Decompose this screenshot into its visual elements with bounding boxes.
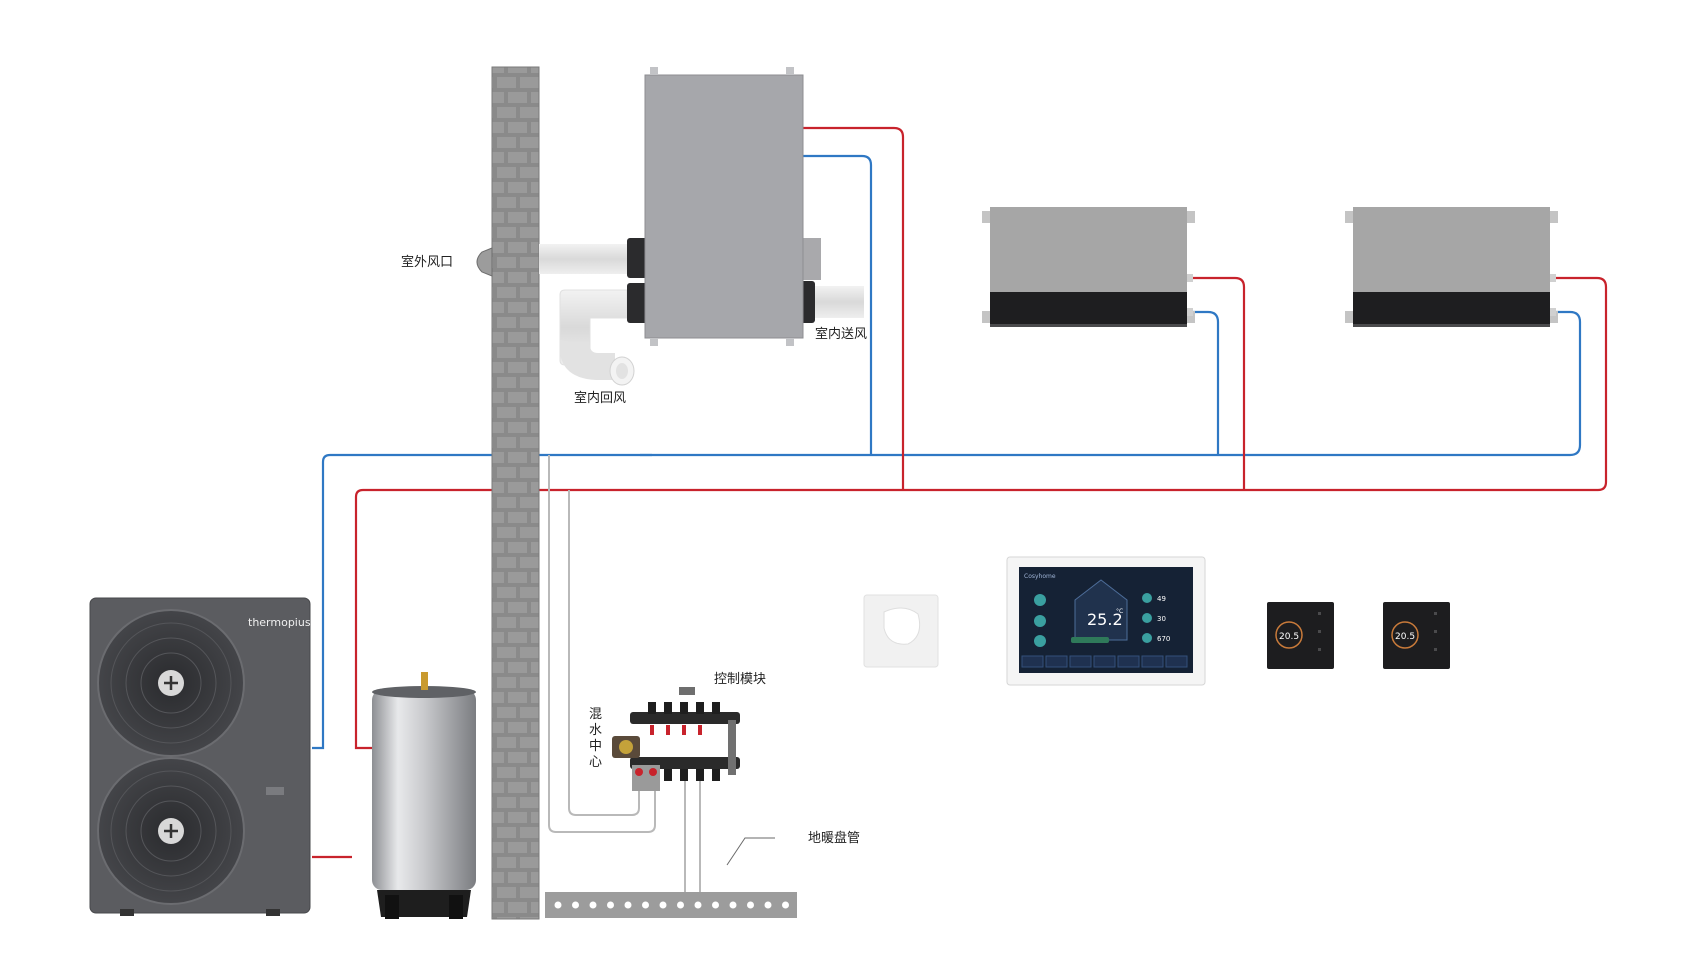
panel-menu-button[interactable] bbox=[1069, 655, 1092, 668]
panel-brand: Cosyhome bbox=[1024, 573, 1056, 580]
coil-dot bbox=[572, 901, 579, 909]
coil-dot bbox=[694, 901, 702, 909]
smart-thermostat-1[interactable]: 20.5 bbox=[1267, 602, 1334, 669]
touch-control-panel: Cosyhome 25.2 °C 49 30 670 bbox=[1006, 556, 1206, 686]
coil-dot bbox=[747, 901, 754, 909]
floor-feed-pipes bbox=[548, 455, 701, 895]
fan-icon bbox=[97, 757, 245, 905]
thermostat-1-reading: 20.5 bbox=[1279, 632, 1299, 642]
fan-coil-unit-1 bbox=[982, 207, 1195, 327]
panel-temp-unit: °C bbox=[1116, 608, 1123, 615]
outdoor-vent-icon bbox=[476, 247, 493, 277]
label-mixing-center: 混 水 中 心 bbox=[589, 707, 606, 770]
panel-menu-button[interactable] bbox=[1021, 655, 1044, 668]
air-handling-unit bbox=[539, 67, 864, 386]
label-outdoor-vent: 室外风口 bbox=[401, 254, 453, 270]
coil-dot bbox=[554, 901, 562, 909]
coil-dot bbox=[729, 901, 737, 909]
heat-pump-outdoor-unit: thermopius bbox=[89, 597, 311, 916]
panel-temperature: 25.2 bbox=[1087, 610, 1123, 629]
return-pipes bbox=[312, 154, 1582, 750]
label-control-module: 控制模块 bbox=[714, 672, 766, 687]
panel-menu-button[interactable] bbox=[1045, 655, 1068, 668]
coil-dot bbox=[624, 901, 632, 909]
coil-dot bbox=[642, 901, 649, 909]
panel-menu-button[interactable] bbox=[1165, 655, 1188, 668]
heat-pump-brand: thermopius bbox=[248, 616, 311, 629]
panel-menu-button[interactable] bbox=[1093, 655, 1116, 668]
coil-dot bbox=[782, 901, 789, 909]
panel-menu-button[interactable] bbox=[1117, 655, 1140, 668]
coil-dot bbox=[712, 901, 719, 909]
fan-coil-unit-2 bbox=[1345, 207, 1558, 327]
floor-heating-coil bbox=[545, 837, 797, 918]
panel-stat-2: 30 bbox=[1157, 615, 1166, 623]
fan-icon bbox=[97, 609, 245, 757]
water-tank bbox=[372, 672, 476, 919]
panel-stat-1: 49 bbox=[1157, 595, 1166, 603]
coil-dot bbox=[607, 901, 614, 909]
wall-thermostat-white bbox=[863, 594, 939, 668]
brick-wall bbox=[491, 66, 540, 920]
thermostat-2-reading: 20.5 bbox=[1395, 632, 1415, 642]
panel-menu-button[interactable] bbox=[1141, 655, 1164, 668]
smart-thermostat-2[interactable]: 20.5 bbox=[1383, 602, 1450, 669]
label-floor-coil: 地暖盘管 bbox=[808, 830, 860, 846]
coil-dot bbox=[677, 901, 684, 909]
supply-pipes bbox=[312, 126, 1608, 859]
panel-stat-3: 670 bbox=[1157, 635, 1170, 643]
coil-dot bbox=[589, 901, 597, 909]
manifold bbox=[612, 687, 740, 791]
label-indoor-return: 室内回风 bbox=[574, 390, 626, 406]
coil-dot bbox=[659, 901, 667, 909]
coil-dot bbox=[764, 901, 772, 909]
label-indoor-supply: 室内送风 bbox=[815, 326, 867, 342]
